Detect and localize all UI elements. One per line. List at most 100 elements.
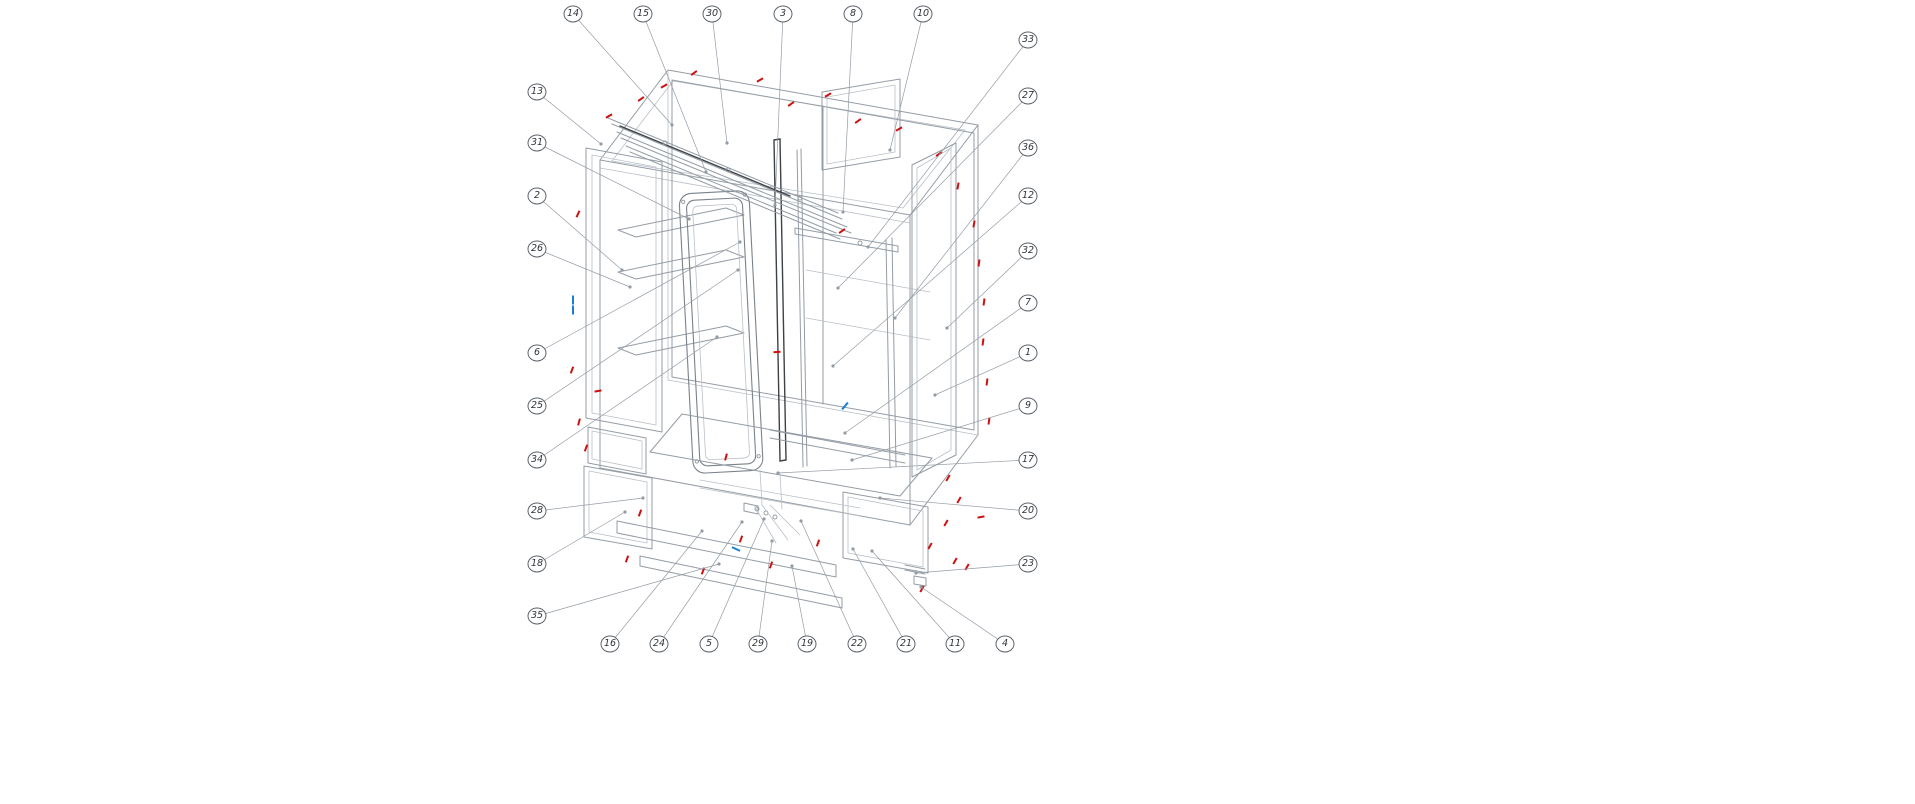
leader-endpoint — [641, 496, 645, 500]
callout-label: 4 — [1001, 637, 1009, 649]
callout-balloon-26[interactable]: 26 — [527, 240, 547, 258]
red-mark — [773, 350, 781, 354]
callout-balloon-36[interactable]: 36 — [1018, 139, 1038, 157]
red-mark — [700, 567, 706, 575]
leader-line-34 — [536, 336, 718, 461]
callout-label: 24 — [652, 637, 666, 649]
leader-line-33 — [867, 39, 1029, 248]
leader-line-28 — [536, 497, 644, 512]
callout-balloon-22[interactable]: 22 — [847, 635, 867, 653]
callout-balloon-1[interactable]: 1 — [1018, 344, 1038, 362]
callout-balloon-13[interactable]: 13 — [527, 83, 547, 101]
callout-label: 28 — [530, 504, 544, 516]
callout-balloon-9[interactable]: 9 — [1018, 397, 1038, 415]
callout-balloon-28[interactable]: 28 — [527, 502, 547, 520]
callout-balloon-18[interactable]: 18 — [527, 555, 547, 573]
callout-balloon-32[interactable]: 32 — [1018, 242, 1038, 260]
leader-line-35 — [536, 563, 720, 617]
red-mark — [624, 555, 630, 563]
mirror-door — [678, 190, 764, 474]
leader-line-27 — [837, 95, 1029, 289]
callout-balloon-35[interactable]: 35 — [527, 607, 547, 625]
callout-label: 25 — [530, 399, 544, 411]
callout-balloon-3[interactable]: 3 — [773, 5, 793, 23]
red-mark — [787, 101, 795, 107]
callout-balloon-20[interactable]: 20 — [1018, 502, 1038, 520]
red-mark — [637, 96, 645, 102]
callout-label: 15 — [636, 7, 650, 19]
callout-label: 32 — [1021, 244, 1035, 256]
callout-balloon-25[interactable]: 25 — [527, 397, 547, 415]
leader-endpoint — [670, 123, 674, 127]
leader-endpoint — [762, 517, 766, 521]
leader-line-12 — [832, 195, 1029, 367]
leader-endpoint — [620, 268, 624, 272]
callout-balloon-15[interactable]: 15 — [633, 5, 653, 23]
callout-balloon-16[interactable]: 16 — [600, 635, 620, 653]
callout-balloon-8[interactable]: 8 — [843, 5, 863, 23]
callout-label: 7 — [1024, 296, 1032, 308]
red-mark — [895, 126, 903, 132]
leader-endpoint — [878, 496, 882, 500]
red-mark — [945, 474, 951, 482]
callout-balloon-17[interactable]: 17 — [1018, 451, 1038, 469]
callout-balloon-34[interactable]: 34 — [527, 451, 547, 469]
leader-line-16 — [609, 530, 703, 645]
leader-endpoint — [740, 520, 744, 524]
callout-balloon-30[interactable]: 30 — [702, 5, 722, 23]
red-mark — [756, 77, 764, 83]
callout-label: 16 — [603, 637, 617, 649]
callout-balloon-24[interactable]: 24 — [649, 635, 669, 653]
callout-balloon-11[interactable]: 11 — [945, 635, 965, 653]
callout-label: 1 — [1024, 346, 1032, 358]
leader-endpoint — [919, 585, 923, 589]
red-mark — [977, 259, 981, 267]
leader-endpoint — [799, 519, 803, 523]
callout-balloon-23[interactable]: 23 — [1018, 555, 1038, 573]
red-mark — [977, 515, 985, 519]
leader-endpoint — [628, 285, 632, 289]
callout-balloon-7[interactable]: 7 — [1018, 294, 1038, 312]
callout-balloon-10[interactable]: 10 — [913, 5, 933, 23]
leader-line-23 — [915, 563, 1029, 574]
callout-balloon-29[interactable]: 29 — [748, 635, 768, 653]
callout-balloon-21[interactable]: 21 — [896, 635, 916, 653]
red-mark — [838, 228, 846, 234]
top-tracks — [607, 117, 899, 253]
leader-endpoint — [851, 547, 855, 551]
red-mark — [927, 542, 933, 550]
leader-endpoint — [893, 316, 897, 320]
callout-label: 30 — [705, 7, 719, 19]
red-mark — [724, 453, 728, 461]
callout-balloon-12[interactable]: 12 — [1018, 187, 1038, 205]
red-mark — [738, 535, 744, 543]
callout-label: 13 — [530, 85, 544, 97]
red-mark — [981, 338, 985, 346]
callout-label: 10 — [916, 7, 930, 19]
leader-line-17 — [777, 459, 1029, 474]
callout-balloon-2[interactable]: 2 — [527, 187, 547, 205]
callout-balloon-19[interactable]: 19 — [797, 635, 817, 653]
red-mark — [985, 378, 989, 386]
red-mark — [987, 417, 991, 425]
callout-balloon-14[interactable]: 14 — [563, 5, 583, 23]
leader-line-10 — [889, 13, 924, 151]
callout-label: 2 — [533, 189, 541, 201]
red-mark — [605, 113, 613, 119]
leader-endpoint — [700, 529, 704, 533]
callout-label: 33 — [1021, 33, 1035, 45]
red-mark — [637, 509, 643, 517]
callout-balloon-4[interactable]: 4 — [995, 635, 1015, 653]
red-mark — [577, 418, 581, 426]
callout-balloon-33[interactable]: 33 — [1018, 31, 1038, 49]
leader-line-11 — [871, 550, 956, 645]
leader-line-32 — [946, 250, 1029, 329]
leader-endpoint — [933, 393, 937, 397]
callout-balloon-27[interactable]: 27 — [1018, 87, 1038, 105]
callout-balloon-5[interactable]: 5 — [699, 635, 719, 653]
callout-balloon-6[interactable]: 6 — [527, 344, 547, 362]
callout-balloon-31[interactable]: 31 — [527, 134, 547, 152]
callout-label: 9 — [1024, 399, 1032, 411]
leader-line-1 — [934, 352, 1029, 396]
